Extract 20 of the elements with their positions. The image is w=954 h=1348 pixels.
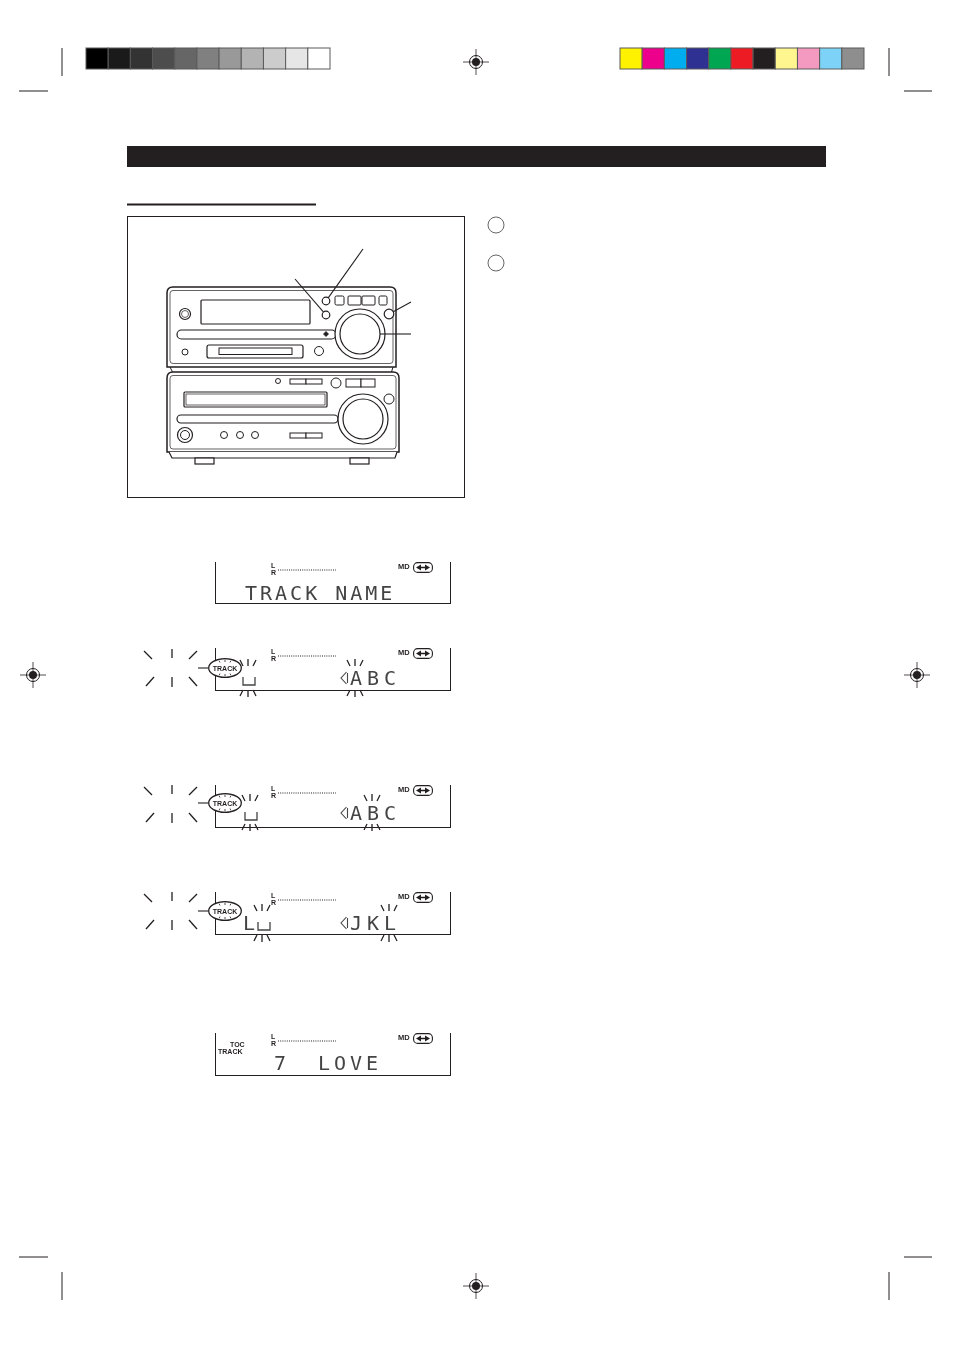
leader-line: [392, 301, 412, 313]
display-text: TRACK NAME: [245, 585, 396, 601]
display-text: L: [243, 915, 259, 931]
display-text: LOVE: [318, 1055, 383, 1071]
lcd-display-panel: [215, 1033, 451, 1076]
leader-line: [327, 248, 364, 299]
display-text: ABC: [350, 670, 402, 686]
display-text: ABC: [350, 805, 402, 821]
lcd-display-panel: [215, 785, 451, 828]
lcd-display-panel: [215, 648, 451, 691]
indicator-oval: [208, 658, 242, 678]
indicator-oval: [208, 901, 242, 921]
leader-line: [197, 910, 209, 912]
leader-line: [197, 802, 209, 804]
display-text: 7: [274, 1055, 290, 1071]
indicator-oval: [208, 793, 242, 813]
leader-line: [197, 667, 209, 669]
display-text: JKL: [350, 915, 402, 931]
lcd-display-panel: [215, 562, 451, 604]
lcd-display-panel: [215, 892, 451, 935]
